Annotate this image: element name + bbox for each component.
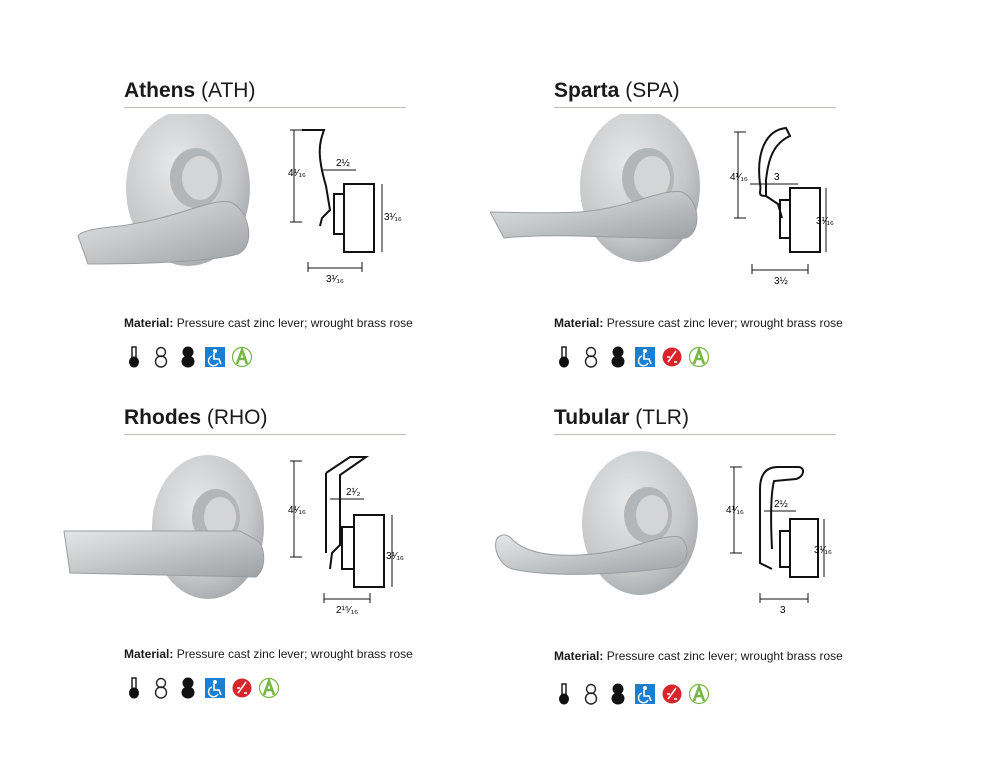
material-line: Material: Pressure cast zinc lever; wrou… (124, 316, 413, 330)
fire-rated-icon (662, 683, 682, 705)
dim-height: 4¹⁄₁₆ (288, 505, 306, 516)
dim-projection: 2¹⁄₂ (346, 487, 361, 498)
dim-projection: 2½ (774, 499, 789, 510)
fire-rated-icon (662, 346, 682, 368)
outline-keyhole-icon (581, 346, 601, 368)
material-text: Pressure cast zinc lever; wrought brass … (606, 649, 843, 663)
thermometer-lever-icon (124, 346, 144, 368)
outline-keyhole-icon (151, 677, 171, 699)
dim-projection: 3 (774, 172, 780, 183)
product-title: Athens (ATH) (124, 78, 255, 104)
material-label: Material: (124, 647, 174, 661)
dim-depth: 3½ (774, 276, 789, 287)
lever-photo-tubular (495, 451, 698, 595)
solid-keyhole-icon (178, 677, 198, 699)
product-card-rhodes: Rhodes (RHO) 4¹⁄₁₆ 2¹⁄₂ 3¹⁄₁₆ 2¹⁵⁄₁₆ Mat… (60, 405, 480, 705)
dim-height: 4¹⁄₁₆ (288, 168, 306, 179)
dim-depth: 2¹⁵⁄₁₆ (336, 605, 358, 616)
product-code: (TLR) (635, 406, 689, 429)
accessibility-icon (635, 346, 655, 368)
thermometer-lever-icon (124, 677, 144, 699)
dimension-drawing-sparta: 4¹⁄₁₆ 3 3¹⁄₁₆ 3½ (730, 126, 834, 287)
dim-rose: 3¹⁄₁₆ (386, 551, 404, 562)
material-label: Material: (124, 316, 174, 330)
product-card-sparta: Sparta (SPA) 4¹⁄₁₆ 3 3¹⁄₁₆ 3½ Material: … (490, 78, 910, 378)
accessibility-icon (635, 683, 655, 705)
lever-photo-sparta (490, 114, 700, 262)
feature-icons (124, 677, 279, 699)
fire-rated-icon (232, 677, 252, 699)
thermometer-lever-icon (554, 346, 574, 368)
material-label: Material: (554, 316, 604, 330)
dimension-drawing-tubular: 4¹⁄₁₆ 2½ 3¹⁄₁₆ 3 (726, 466, 832, 616)
dim-rose: 3¹⁄₁₆ (814, 545, 832, 556)
feature-icons (554, 346, 709, 368)
accessibility-icon (205, 346, 225, 368)
title-divider (124, 107, 406, 108)
material-text: Pressure cast zinc lever; wrought brass … (606, 316, 843, 330)
material-label: Material: (554, 649, 604, 663)
accessibility-icon (205, 677, 225, 699)
product-code: (ATH) (201, 79, 256, 102)
title-divider (554, 434, 836, 435)
product-title: Rhodes (RHO) (124, 405, 268, 431)
dimension-drawing-rhodes: 4¹⁄₁₆ 2¹⁄₂ 3¹⁄₁₆ 2¹⁵⁄₁₆ (288, 456, 404, 616)
material-text: Pressure cast zinc lever; wrought brass … (176, 316, 413, 330)
product-name: Athens (124, 79, 196, 102)
title-divider (124, 434, 406, 435)
product-title: Sparta (SPA) (554, 78, 680, 104)
title-divider (554, 107, 836, 108)
green-a-icon (689, 346, 709, 368)
material-line: Material: Pressure cast zinc lever; wrou… (124, 647, 413, 661)
solid-keyhole-icon (178, 346, 198, 368)
product-title: Tubular (TLR) (554, 405, 689, 431)
product-name: Tubular (554, 406, 630, 429)
product-code: (SPA) (625, 79, 680, 102)
thermometer-lever-icon (554, 683, 574, 705)
dim-depth: 3¹⁄₁₆ (326, 274, 344, 285)
outline-keyhole-icon (581, 683, 601, 705)
product-name: Rhodes (124, 406, 202, 429)
product-code: (RHO) (206, 406, 268, 429)
product-card-tubular: Tubular (TLR) 4¹⁄₁₆ 2½ 3¹⁄₁₆ 3 Material:… (490, 405, 910, 705)
feature-icons (124, 346, 252, 368)
dim-rose: 3¹⁄₁₆ (816, 216, 834, 227)
green-a-icon (689, 683, 709, 705)
dim-rose: 3¹⁄₁₆ (384, 212, 402, 223)
outline-keyhole-icon (151, 346, 171, 368)
solid-keyhole-icon (608, 683, 628, 705)
dim-depth: 3 (780, 605, 786, 616)
dim-height: 4¹⁄₁₆ (730, 172, 748, 183)
green-a-icon (259, 677, 279, 699)
product-name: Sparta (554, 79, 620, 102)
solid-keyhole-icon (608, 346, 628, 368)
lever-photo-rhodes (63, 455, 265, 599)
material-line: Material: Pressure cast zinc lever; wrou… (554, 649, 843, 663)
green-a-icon (232, 346, 252, 368)
material-line: Material: Pressure cast zinc lever; wrou… (554, 316, 843, 330)
material-text: Pressure cast zinc lever; wrought brass … (176, 647, 413, 661)
feature-icons (554, 683, 709, 705)
product-card-athens: Athens (ATH) 4¹⁄₁₆ 2½ 3¹⁄₁₆ 3¹⁄₁₆ Materi… (60, 78, 480, 378)
dim-height: 4¹⁄₁₆ (726, 505, 744, 516)
lever-photo-athens (77, 114, 250, 266)
dim-projection: 2½ (336, 158, 351, 169)
dimension-drawing-athens: 4¹⁄₁₆ 2½ 3¹⁄₁₆ 3¹⁄₁₆ (288, 129, 402, 285)
